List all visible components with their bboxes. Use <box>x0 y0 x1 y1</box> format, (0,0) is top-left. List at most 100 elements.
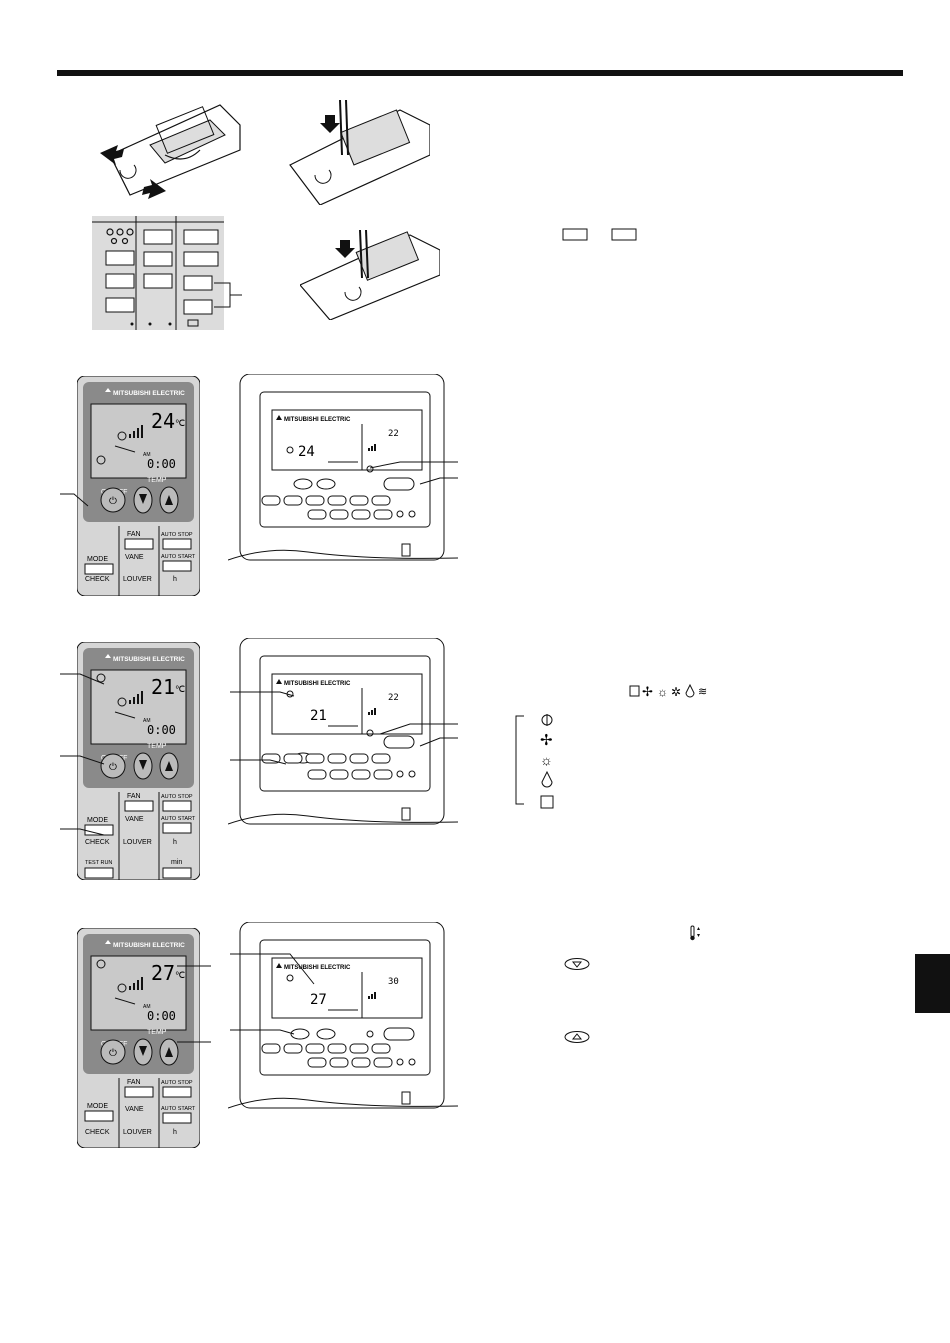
svg-text:MITSUBISHI ELECTRIC: MITSUBISHI ELECTRIC <box>284 417 351 423</box>
svg-text:MITSUBISHI ELECTRIC: MITSUBISHI ELECTRIC <box>113 656 185 663</box>
svg-text:CHECK: CHECK <box>85 1129 110 1136</box>
on-off-button <box>100 487 126 513</box>
minute-button <box>183 299 213 315</box>
vane-button <box>143 251 173 267</box>
callout-line <box>60 493 89 507</box>
svg-text:AM: AM <box>143 1004 151 1010</box>
mode-icons <box>106 228 134 245</box>
on-off-button <box>383 477 415 491</box>
remote-closeup-panel <box>92 216 242 330</box>
arrow-icon <box>335 240 355 258</box>
arrow-icon <box>142 179 166 199</box>
fan-speed-icon <box>129 425 143 438</box>
mode-list: ✢ ☼ <box>515 714 554 809</box>
svg-text:VANE: VANE <box>125 1106 144 1113</box>
fan-mode-icon: ✢ <box>540 732 553 749</box>
callout-line <box>230 759 287 765</box>
callout-line <box>60 755 105 765</box>
svg-text:✢: ✢ <box>642 684 653 699</box>
svg-text:AUTO START: AUTO START <box>161 816 196 822</box>
callout-line <box>370 461 458 485</box>
svg-text:LOUVER: LOUVER <box>123 1129 152 1136</box>
svg-text:h: h <box>173 1129 177 1136</box>
svg-text:24: 24 <box>298 444 315 460</box>
svg-text:FAN: FAN <box>127 1079 141 1086</box>
svg-text:✲: ✲ <box>671 685 681 699</box>
wired-remote-3: MITSUBISHI ELECTRIC 27 30 <box>227 921 468 1118</box>
wired-remote-2: MITSUBISHI ELECTRIC 21 22 <box>227 637 468 834</box>
heat-mode-icon: ☼ <box>540 752 553 768</box>
callout-line <box>230 691 295 697</box>
svg-text:TEMP: TEMP <box>147 743 167 750</box>
reset-button-press-drawing-2 <box>300 230 440 320</box>
svg-text:CHECK: CHECK <box>85 839 110 846</box>
svg-text:AUTO STOP: AUTO STOP <box>161 532 193 538</box>
arrow-icon <box>320 115 340 133</box>
lcd-set-temp: 24 <box>151 409 175 433</box>
svg-text:LOUVER: LOUVER <box>123 839 152 846</box>
svg-text:MODE: MODE <box>87 556 108 563</box>
callout-line <box>380 723 458 747</box>
temp-icon <box>690 925 700 941</box>
temp-up-symbol <box>564 1031 590 1043</box>
auto-start-button <box>183 251 219 267</box>
svg-text:AM: AM <box>143 718 151 724</box>
svg-text:CHECK: CHECK <box>85 576 110 583</box>
svg-text:0:00: 0:00 <box>147 1009 176 1023</box>
brand-text: MITSUBISHI ELECTRIC <box>113 390 185 397</box>
auto-stop-button <box>183 229 219 245</box>
svg-text:FAN: FAN <box>127 531 141 538</box>
svg-text:27: 27 <box>151 961 175 985</box>
svg-text:AUTO STOP: AUTO STOP <box>161 1080 193 1086</box>
svg-text:℃: ℃ <box>175 970 185 980</box>
sun-icon <box>96 455 106 465</box>
dry-mode-icon <box>541 770 553 788</box>
svg-text:TEST RUN: TEST RUN <box>85 860 112 866</box>
lcd-clock: 0:00 <box>147 457 176 471</box>
callout-line <box>230 953 315 985</box>
svg-text:TEMP: TEMP <box>147 1029 167 1036</box>
svg-text:30: 30 <box>388 977 399 987</box>
svg-text:≋: ≋ <box>698 686 707 698</box>
svg-text:min: min <box>171 859 182 866</box>
callout-line <box>230 1029 295 1035</box>
svg-text:VANE: VANE <box>125 816 144 823</box>
callout-line <box>177 965 211 1043</box>
svg-text:MITSUBISHI ELECTRIC: MITSUBISHI ELECTRIC <box>113 942 185 949</box>
battery-install-illustration <box>100 99 430 205</box>
svg-text:LOUVER: LOUVER <box>123 576 152 583</box>
svg-text:⏻: ⏻ <box>109 762 117 773</box>
hour-button <box>183 275 213 291</box>
svg-text:MODE: MODE <box>87 817 108 824</box>
arrow-icon <box>100 145 124 165</box>
svg-text:FAN: FAN <box>127 793 141 800</box>
check-button <box>105 273 135 289</box>
cool-mode-icon <box>541 714 553 726</box>
svg-text:☼: ☼ <box>657 685 668 699</box>
svg-text:22: 22 <box>388 429 399 439</box>
mode-icon-row: ✢ ☼ ✲ ≋ <box>629 683 707 699</box>
svg-text:AUTO START: AUTO START <box>161 1106 196 1112</box>
svg-text:℃: ℃ <box>175 684 185 694</box>
svg-text:⏻: ⏻ <box>109 496 117 507</box>
svg-text:27: 27 <box>310 992 327 1008</box>
wireless-remote-2: MITSUBISHI ELECTRIC 21 ℃ AM 0:00 ON/OFF … <box>76 641 201 881</box>
svg-text:⏻: ⏻ <box>109 1048 117 1059</box>
button-symbols <box>562 228 637 241</box>
wired-remote-1: MITSUBISHI ELECTRIC 24 22 <box>227 373 468 570</box>
svg-text:AM: AM <box>143 452 151 458</box>
svg-text:℃: ℃ <box>175 418 185 428</box>
test-run-button <box>105 297 135 313</box>
temp-down-symbol <box>564 958 590 970</box>
svg-text:21: 21 <box>151 675 175 699</box>
svg-text:VANE: VANE <box>125 554 144 561</box>
svg-text:AUTO START: AUTO START <box>161 554 196 560</box>
svg-text:h: h <box>173 839 177 846</box>
auto-mode-icon <box>540 795 554 809</box>
svg-text:AUTO STOP: AUTO STOP <box>161 794 193 800</box>
battery-cover-open-drawing <box>100 104 241 199</box>
wireless-remote-1: MITSUBISHI ELECTRIC 24 ℃ AM 0:00 ON/OFF … <box>76 375 201 597</box>
reset-button-press-drawing <box>289 99 430 205</box>
svg-text:MODE: MODE <box>87 1103 108 1110</box>
wireless-remote-3: MITSUBISHI ELECTRIC 27 ℃ AM 0:00 ON/OFF … <box>76 927 201 1149</box>
